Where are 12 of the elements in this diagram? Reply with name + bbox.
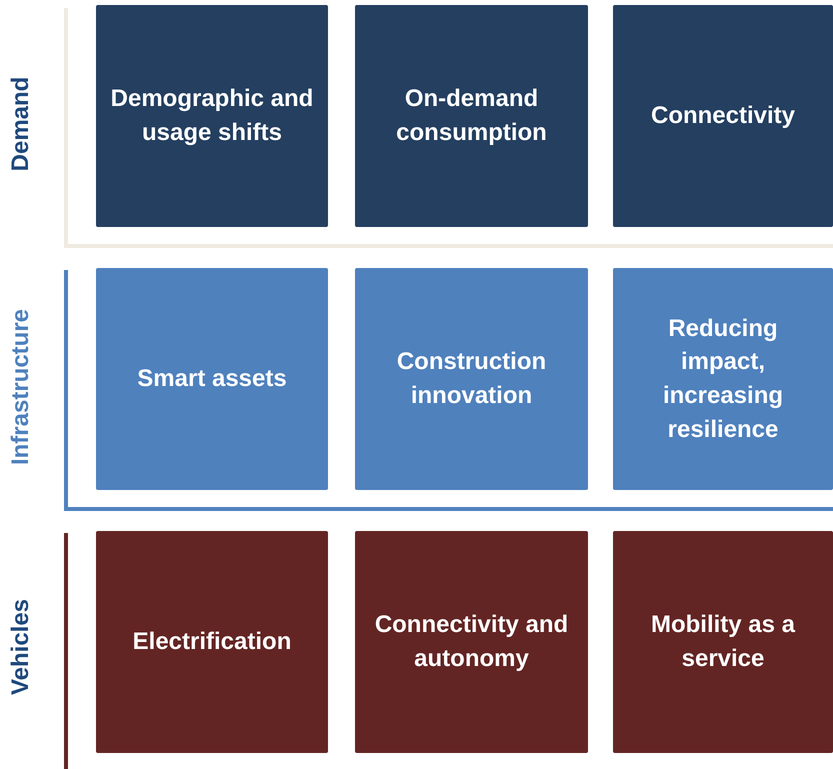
band-label: Vehicles <box>8 598 34 696</box>
topic-box: Electrification <box>96 531 328 753</box>
topic-box: Smart assets <box>96 268 328 490</box>
band-label: Demand <box>8 76 34 172</box>
band-label: Infrastructure <box>8 308 34 465</box>
topic-box: On-demand consumption <box>355 5 588 227</box>
topic-box: Connectivity <box>613 5 833 227</box>
topic-box: Construction innovation <box>355 268 588 490</box>
topic-box: Mobility as a service <box>613 531 833 753</box>
topic-box: Demographic and usage shifts <box>96 5 328 227</box>
topic-box: Connectivity and autonomy <box>355 531 588 753</box>
topic-box: Reducing impact, increasing resilience <box>613 268 833 490</box>
